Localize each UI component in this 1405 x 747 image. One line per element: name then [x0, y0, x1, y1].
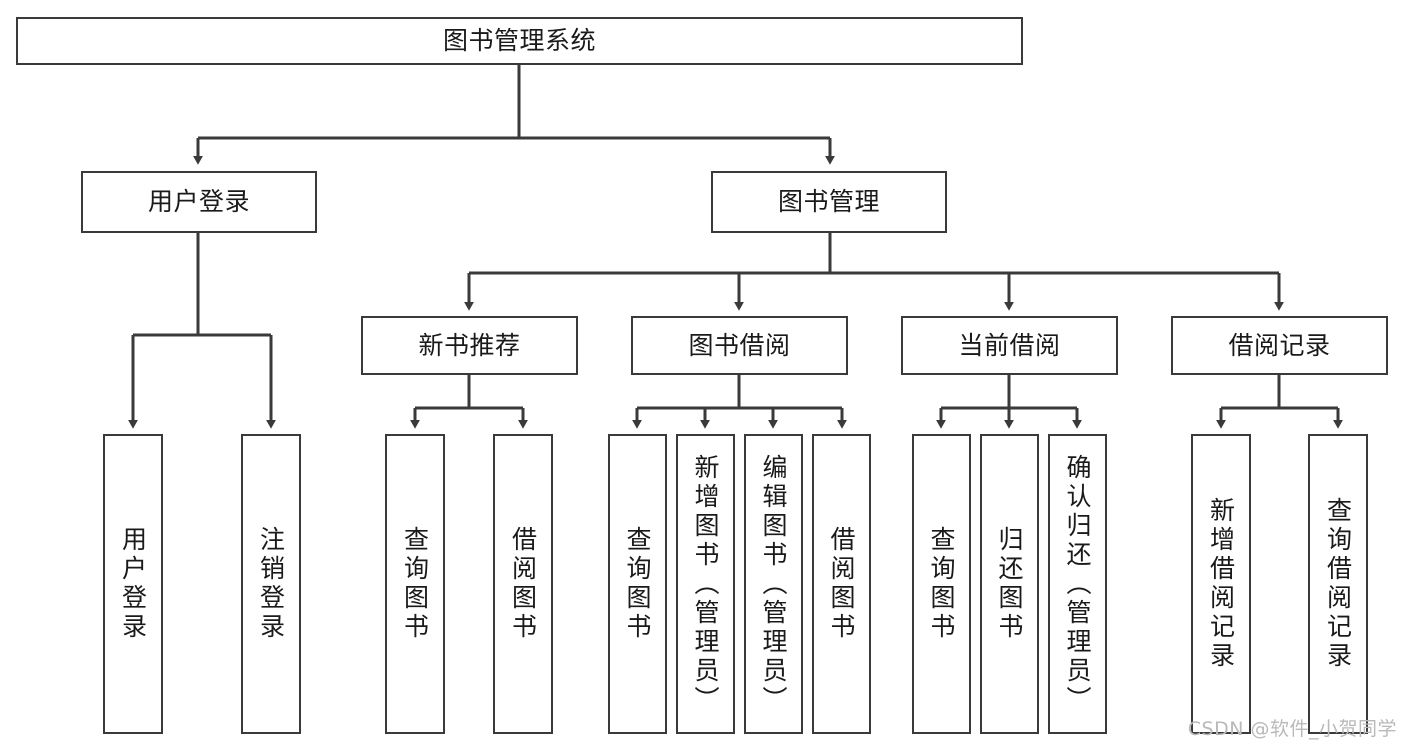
node-leaf-return-book-label: 归还图书 — [995, 526, 1024, 642]
node-leaf-query-record[interactable]: 查询借阅记录 — [1308, 434, 1368, 734]
node-user-login[interactable]: 用户登录 — [81, 171, 317, 233]
node-leaf-confirm-return[interactable]: 确认归还（管理员） — [1048, 434, 1107, 734]
node-user-login-label: 用户登录 — [147, 187, 250, 217]
node-leaf-edit-book-label: 编辑图书（管理员） — [759, 453, 788, 715]
node-leaf-borrow-book-2-label: 借阅图书 — [827, 526, 856, 642]
node-root-label: 图书管理系统 — [442, 26, 596, 56]
node-leaf-return-book[interactable]: 归还图书 — [980, 434, 1039, 734]
node-book-manage-label: 图书管理 — [777, 187, 880, 217]
node-leaf-edit-book[interactable]: 编辑图书（管理员） — [744, 434, 803, 734]
node-leaf-query-book-3-label: 查询图书 — [927, 526, 956, 642]
node-leaf-borrow-book-1[interactable]: 借阅图书 — [493, 434, 553, 734]
node-leaf-logout-label: 注销登录 — [256, 526, 286, 642]
node-leaf-query-book-1-label: 查询图书 — [400, 526, 430, 642]
node-leaf-add-record[interactable]: 新增借阅记录 — [1191, 434, 1251, 734]
node-new-book-rec[interactable]: 新书推荐 — [361, 316, 578, 375]
node-new-book-rec-label: 新书推荐 — [418, 330, 521, 360]
node-leaf-add-book-label: 新增图书（管理员） — [691, 453, 720, 715]
node-book-borrow-label: 图书借阅 — [688, 330, 791, 360]
node-leaf-add-book[interactable]: 新增图书（管理员） — [676, 434, 735, 734]
node-book-manage[interactable]: 图书管理 — [711, 171, 947, 233]
node-leaf-query-book-2[interactable]: 查询图书 — [608, 434, 667, 734]
node-leaf-query-book-1[interactable]: 查询图书 — [385, 434, 445, 734]
node-leaf-user-login[interactable]: 用户登录 — [103, 434, 163, 734]
node-leaf-query-record-label: 查询借阅记录 — [1323, 497, 1353, 671]
node-leaf-borrow-book-2[interactable]: 借阅图书 — [812, 434, 871, 734]
watermark-text: CSDN @软件_小贺同学 — [1187, 718, 1397, 740]
node-leaf-add-record-label: 新增借阅记录 — [1206, 497, 1236, 671]
node-borrow-record[interactable]: 借阅记录 — [1171, 316, 1388, 375]
node-current-borrow[interactable]: 当前借阅 — [901, 316, 1118, 375]
node-leaf-confirm-return-label: 确认归还（管理员） — [1063, 453, 1092, 715]
node-book-borrow[interactable]: 图书借阅 — [631, 316, 848, 375]
node-leaf-user-login-label: 用户登录 — [118, 526, 148, 642]
node-leaf-logout[interactable]: 注销登录 — [241, 434, 301, 734]
node-borrow-record-label: 借阅记录 — [1228, 330, 1331, 360]
node-root[interactable]: 图书管理系统 — [16, 17, 1023, 65]
node-leaf-query-book-2-label: 查询图书 — [623, 526, 652, 642]
node-leaf-borrow-book-1-label: 借阅图书 — [508, 526, 538, 642]
node-current-borrow-label: 当前借阅 — [958, 330, 1061, 360]
node-leaf-query-book-3[interactable]: 查询图书 — [912, 434, 971, 734]
